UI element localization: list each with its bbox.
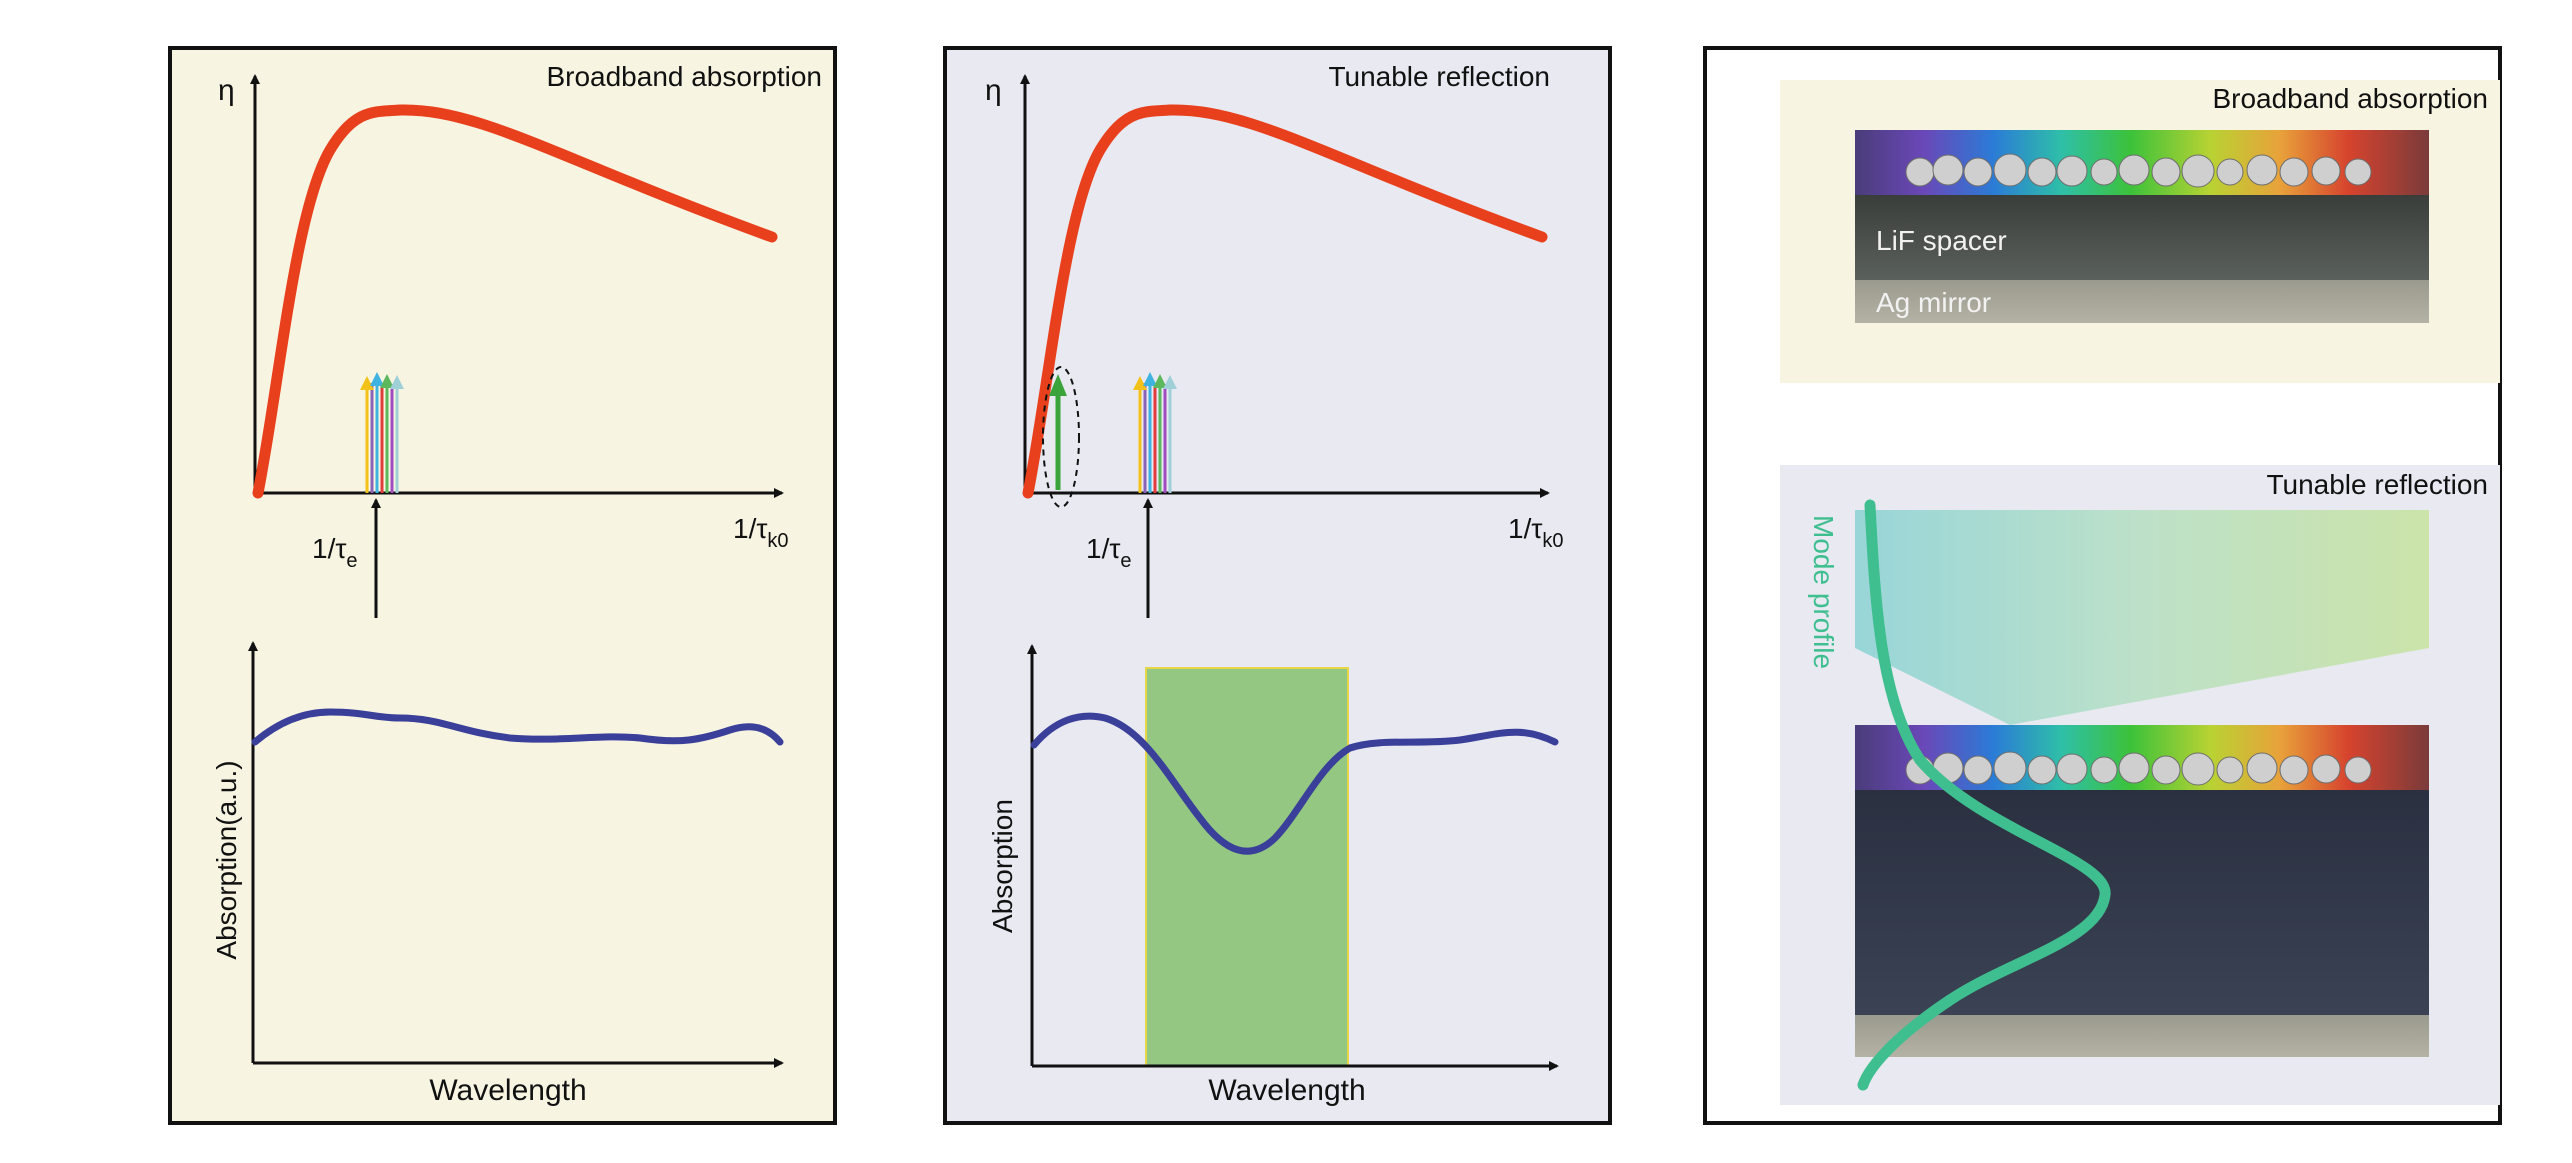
spacer-layer-b <box>1855 790 2429 1015</box>
bottom-x-label: Wavelength <box>429 1074 586 1107</box>
absorption-curve <box>251 708 784 746</box>
selected-mode-ellipse <box>1042 366 1080 508</box>
eta-label-b: η <box>985 74 1002 107</box>
tick-tau-e-b: 1/τe <box>1086 533 1132 572</box>
panel-device: Broadband absorption LiF spacer Ag mirro… <box>1703 46 2502 1125</box>
mode-profile-label: Mode profile <box>1808 515 1839 669</box>
reflection-window <box>1145 667 1349 1067</box>
panel-b-title: Tunable reflection <box>1328 61 1550 92</box>
panel-broadband: Broadband absorption η 1/τe 1/τk0 Abs <box>168 46 837 1125</box>
panel-a-background <box>168 46 837 1125</box>
bottom-y-label: Absorption(a.u.) <box>211 760 242 959</box>
spectral-arrows-b <box>1133 372 1177 493</box>
nanoparticles <box>1905 153 2372 188</box>
absorption-curve-b <box>1030 712 1559 855</box>
bottom-schematic-title: Tunable reflection <box>2266 469 2488 500</box>
tick-tau-k0: 1/τk0 <box>733 513 789 552</box>
tick-tau-e: 1/τe <box>312 533 358 572</box>
ag-mirror-label: Ag mirror <box>1876 287 1991 318</box>
spectral-arrows <box>360 372 404 493</box>
light-cone <box>1855 510 2429 725</box>
panel-tunable: Tunable reflection η 1/τe 1/τk0 <box>943 46 1612 1125</box>
top-schematic-title: Broadband absorption <box>2212 83 2488 114</box>
efficiency-curve-b <box>1022 104 1548 499</box>
eta-label: η <box>218 74 235 107</box>
lif-spacer-layer <box>1855 195 2429 280</box>
efficiency-curve <box>252 104 778 499</box>
mode-profile-curve <box>1857 499 2111 1091</box>
tick-tau-k0-b: 1/τk0 <box>1508 513 1564 552</box>
mirror-layer-b <box>1855 1015 2429 1057</box>
bottom-y-label-b: Absorption <box>987 799 1018 933</box>
ag-mirror-layer <box>1855 280 2429 323</box>
panel-a-title: Broadband absorption <box>546 61 822 92</box>
lif-spacer-label: LiF spacer <box>1876 225 2007 256</box>
bottom-x-label-b: Wavelength <box>1208 1074 1365 1107</box>
